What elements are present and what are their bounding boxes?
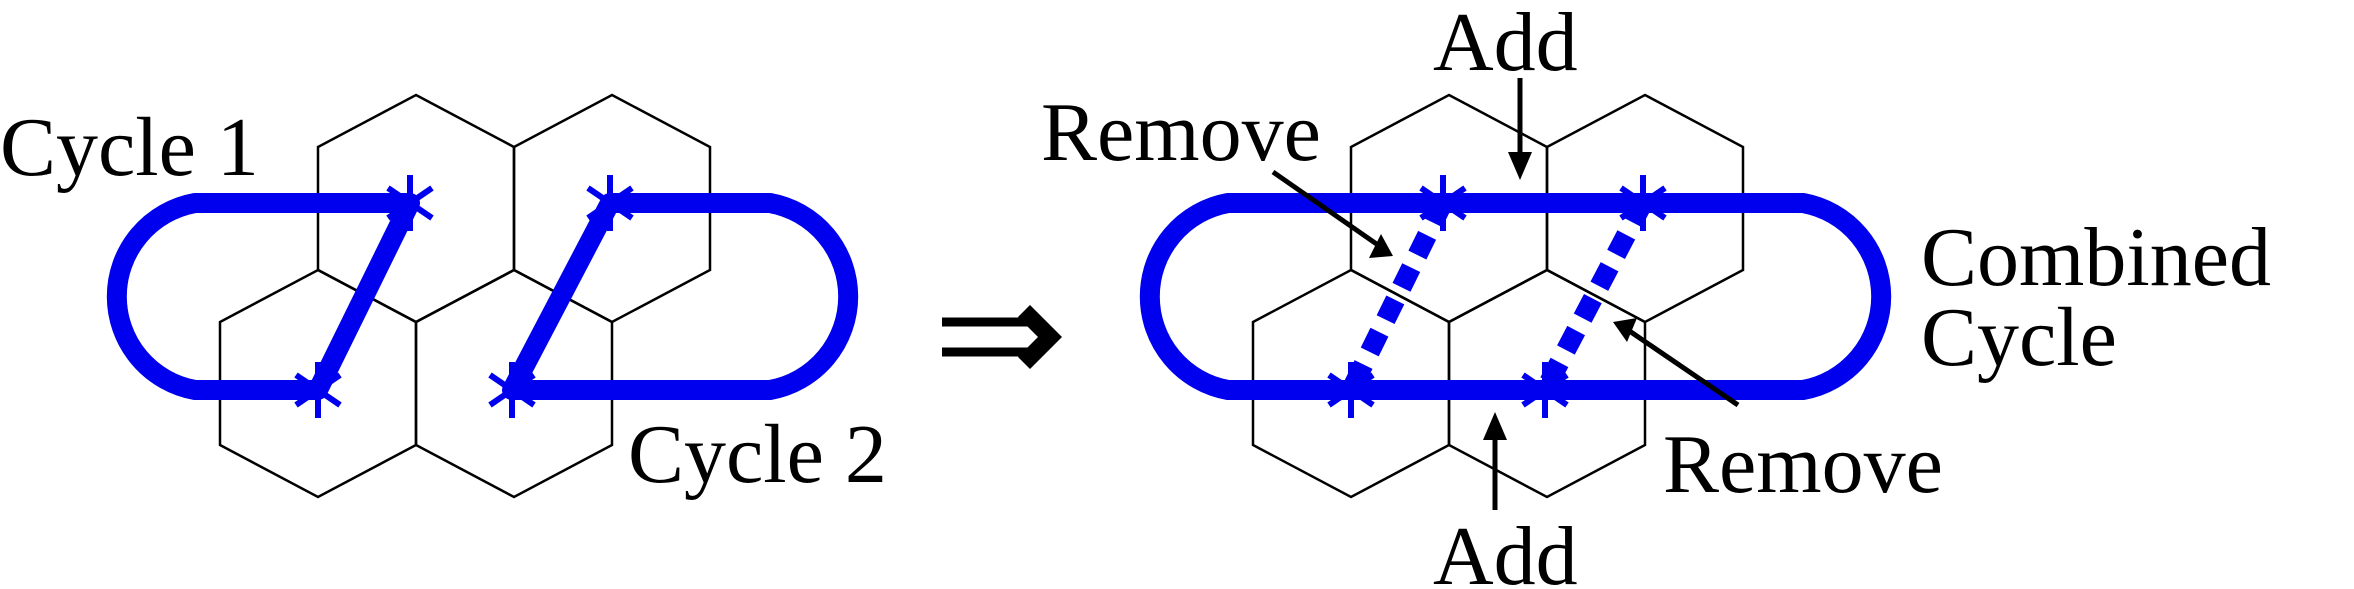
double-right-arrow-icon — [942, 305, 1062, 369]
combined-cycle-loop — [1139, 193, 1892, 400]
add-bottom-arrow — [1483, 412, 1507, 510]
combined-node — [1327, 362, 1375, 418]
cycle-1-path — [106, 175, 434, 418]
removed-edge-right — [1536, 198, 1652, 395]
combined-cycle-path — [1139, 175, 1892, 418]
cycle-2-node — [488, 362, 536, 418]
removed-edge-left — [1342, 198, 1452, 395]
remove-right-label: Remove — [1663, 418, 1943, 511]
combined-node — [1419, 175, 1467, 231]
remove-left-label: Remove — [1041, 86, 1321, 179]
cycle-2-node — [586, 175, 634, 231]
hex-cell-bottom-right — [414, 268, 614, 499]
cycle-1-node — [386, 175, 434, 231]
combined-node — [1521, 362, 1569, 418]
remove-left-arrow — [1271, 169, 1393, 258]
cycle-1-label: Cycle 1 — [0, 101, 259, 194]
right-hex-grid — [1251, 93, 1745, 499]
left-hex-grid — [218, 93, 712, 499]
cycle-1-node — [294, 362, 342, 418]
combined-node — [1619, 175, 1667, 231]
add-top-arrow — [1508, 78, 1532, 180]
cycle-2-label: Cycle 2 — [628, 408, 887, 501]
hex-cell-bottom-right — [1447, 268, 1647, 499]
remove-right-arrow — [1613, 318, 1740, 408]
add-bottom-label: Add — [1433, 510, 1578, 589]
cycle-1-loop — [106, 193, 420, 400]
cycle-2-path — [488, 175, 859, 418]
left-panel: Cycle 1 Cycle 2 — [0, 93, 887, 501]
right-panel: Add Add Remove Remove Combined Cycle — [1041, 0, 2271, 589]
cycle-2-loop — [502, 193, 859, 400]
combined-cycle-label-line1: Combined — [1921, 211, 2271, 304]
combined-cycle-label-line2: Cycle — [1921, 291, 2117, 384]
add-top-label: Add — [1433, 0, 1578, 89]
